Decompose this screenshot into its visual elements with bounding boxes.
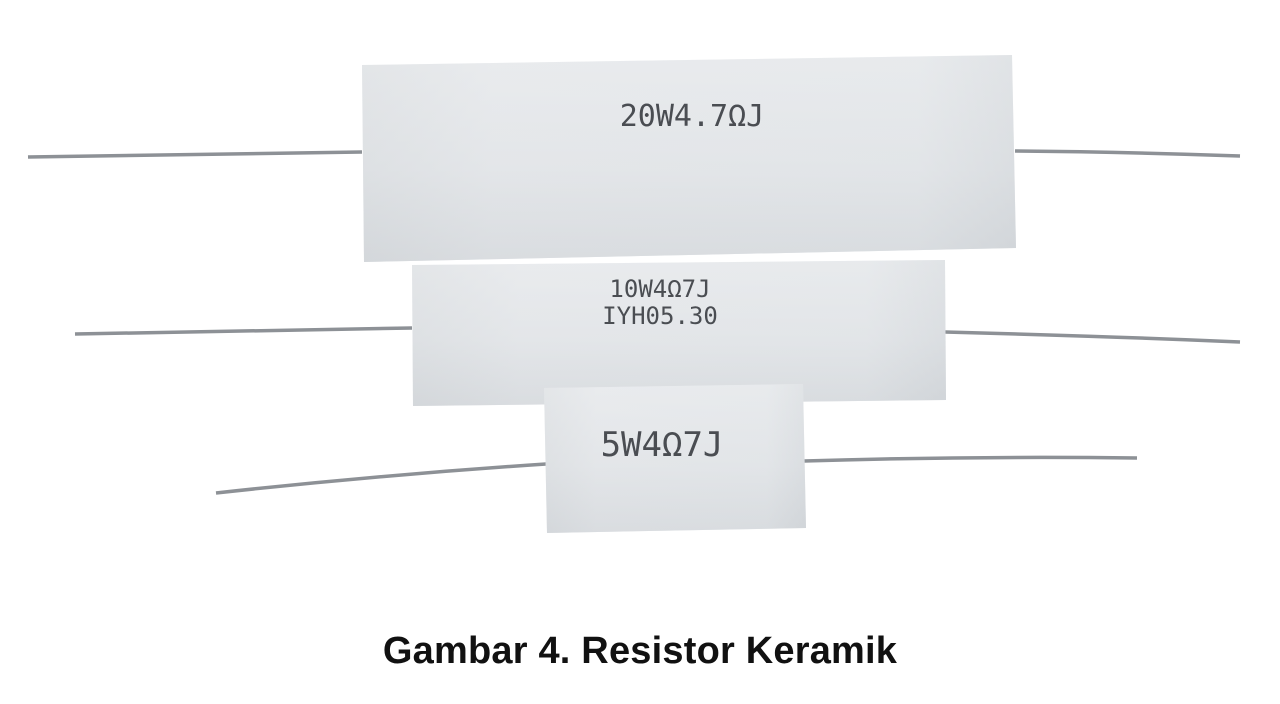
lead-wire-left [27,150,363,159]
resistor-5w: 5W4Ω7J [215,384,1138,533]
resistor-marking: 20W4.7ΩJ [620,99,765,134]
lead-wire-right [803,455,1138,463]
lead-wire-left [215,462,547,495]
resistor-marking: 5W4Ω7J [601,425,724,465]
resistor-20w: 20W4.7ΩJ [27,55,1241,262]
lead-wire-right [1014,149,1241,158]
resistor-marking-line-2: IYH05.30 [602,302,718,330]
resistor-marking-line-1: 10W4Ω7J [609,275,710,303]
resistor-illustration: 20W4.7ΩJ 10W4Ω7J IYH05.30 5W4Ω7J [27,55,1241,533]
resistor-photo: 20W4.7ΩJ 10W4Ω7J IYH05.30 5W4Ω7J [27,55,1241,533]
lead-wire-left [74,326,413,336]
figure-caption: Gambar 4. Resistor Keramik [382,630,898,672]
lead-wire-right [944,330,1241,344]
resistor-10w: 10W4Ω7J IYH05.30 [74,260,1241,406]
